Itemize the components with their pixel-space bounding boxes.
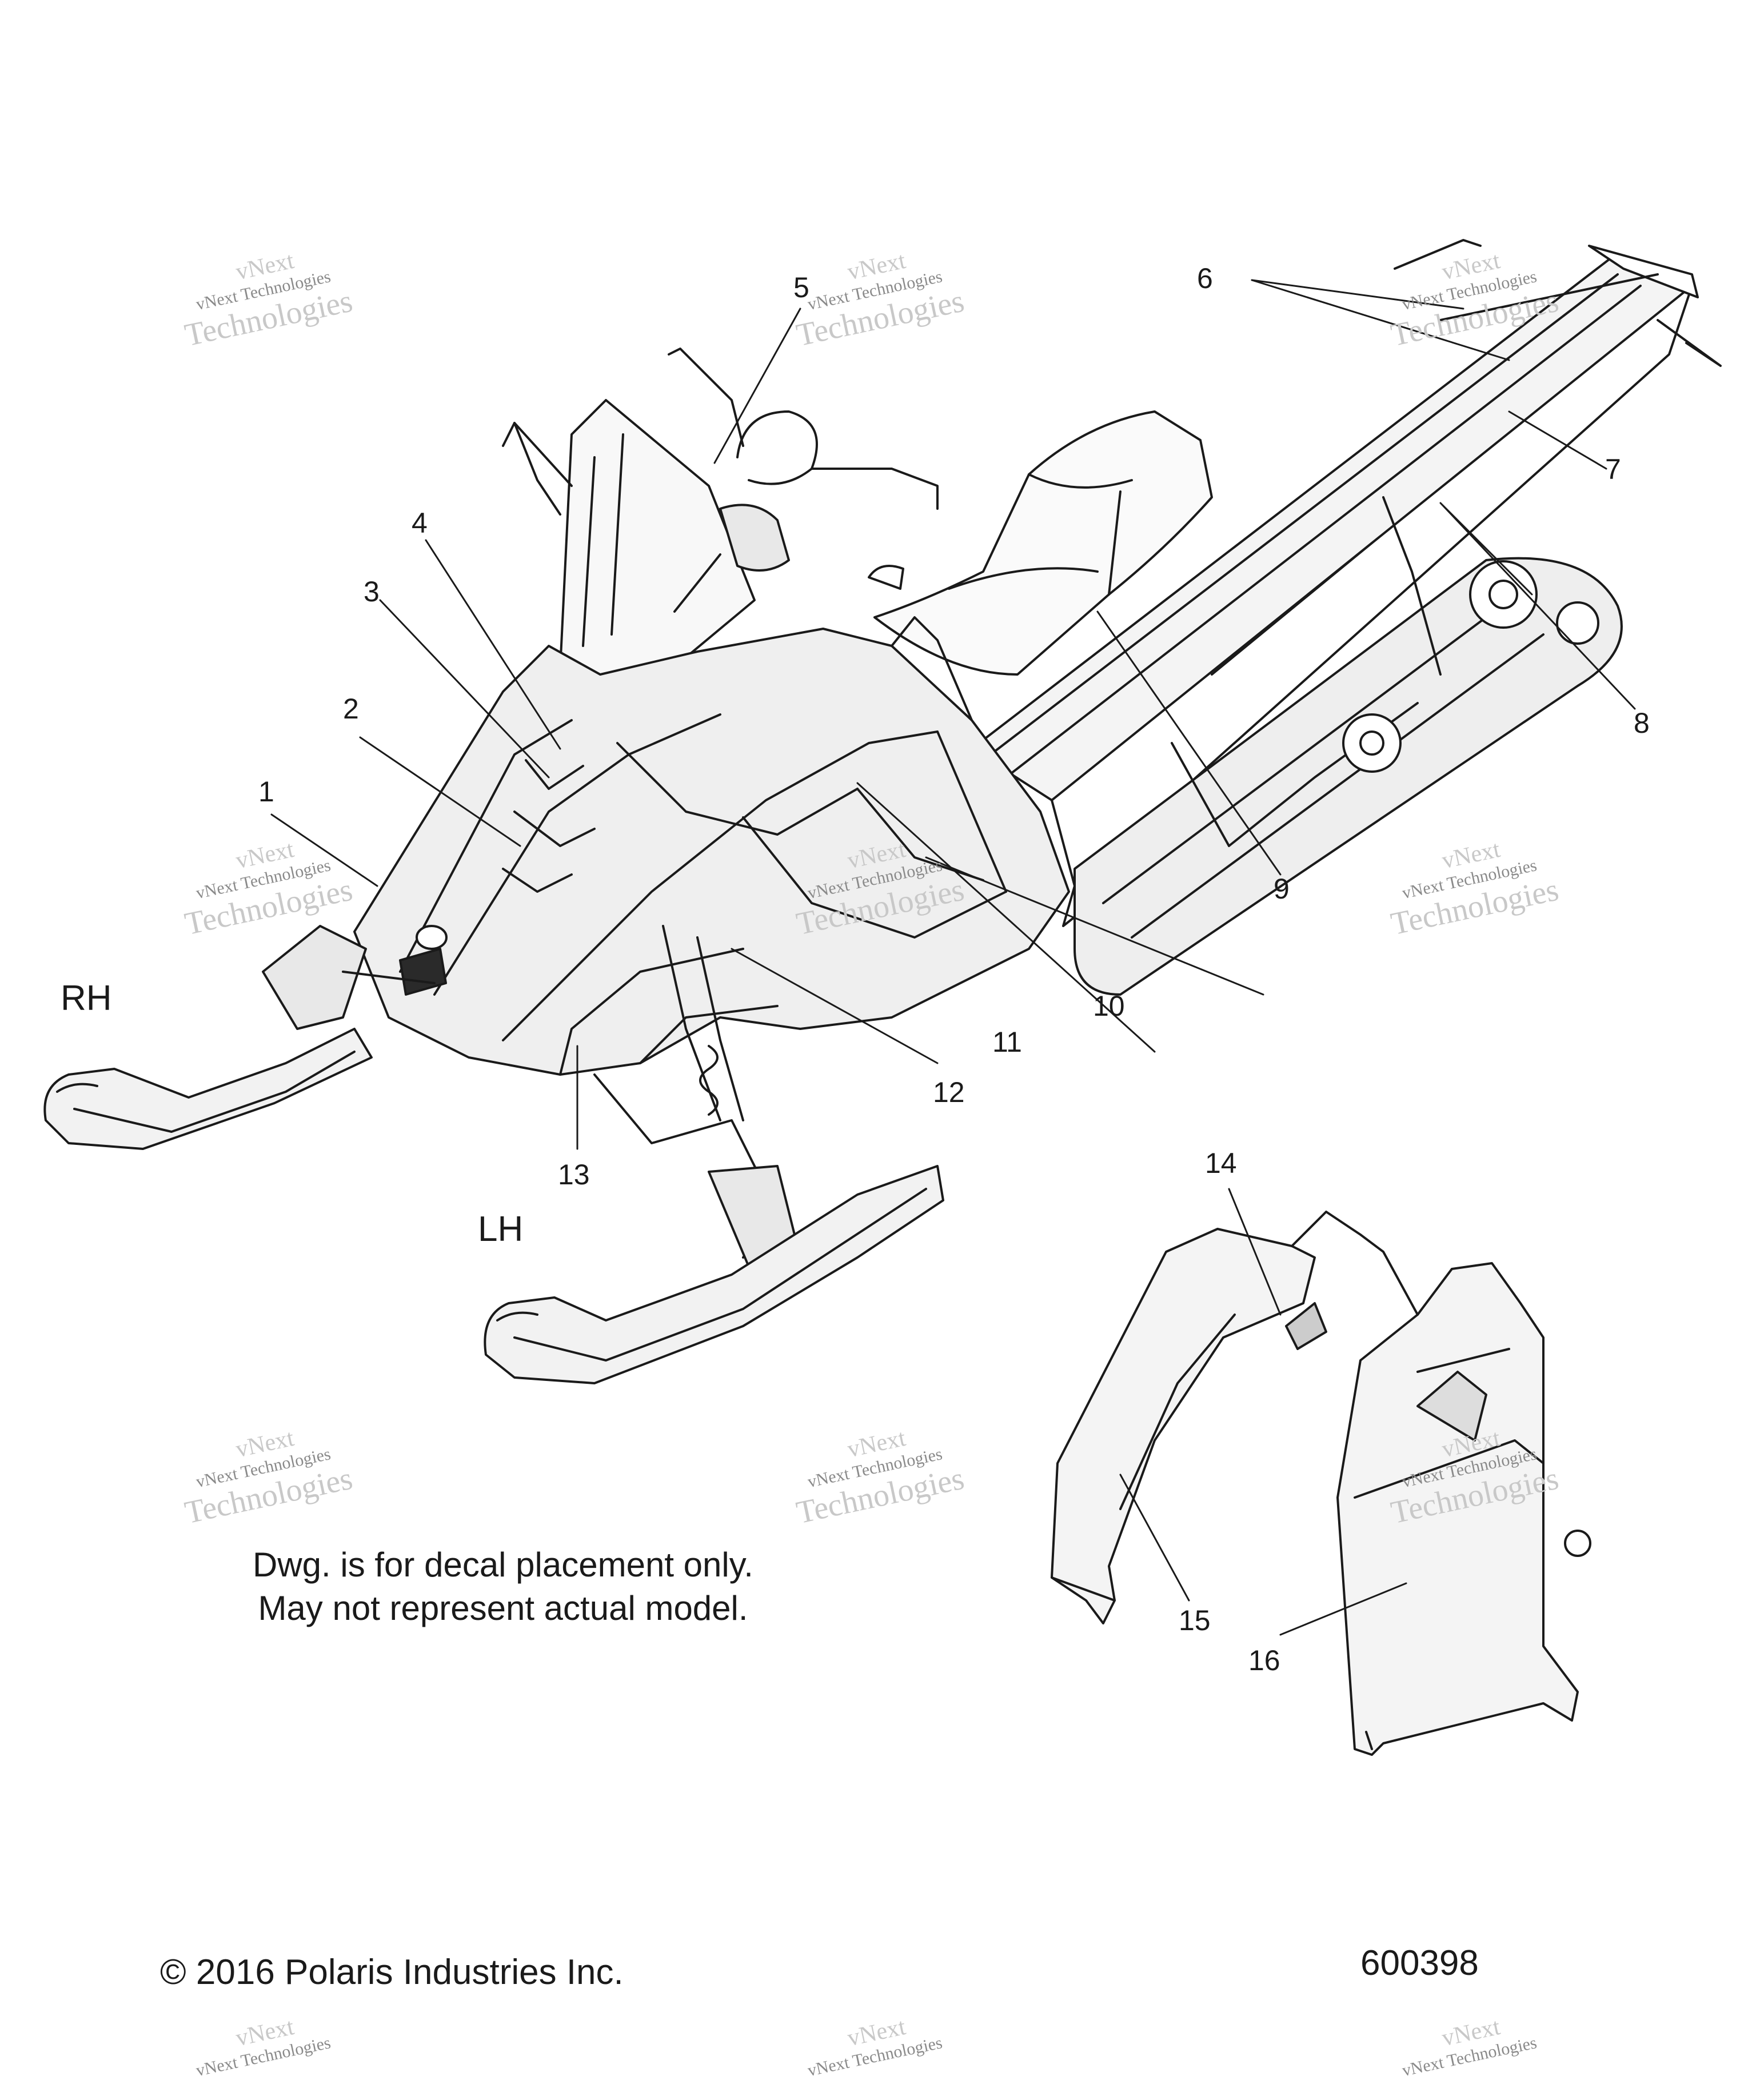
placement-note: Dwg. is for decal placement only. May no… <box>183 1543 823 1630</box>
callout-4: 4 <box>412 507 428 539</box>
tunnel <box>971 239 1722 927</box>
note-line-2: May not represent actual model. <box>258 1589 748 1627</box>
rh-ski <box>43 1028 373 1150</box>
callout-10: 10 <box>1093 990 1125 1022</box>
callout-12: 12 <box>933 1076 965 1108</box>
windshield <box>502 399 756 687</box>
rh-label: RH <box>61 979 112 1018</box>
callout-2: 2 <box>343 693 359 725</box>
seat <box>873 410 1213 676</box>
callout-13: 13 <box>558 1159 590 1191</box>
lh-ski <box>484 1165 944 1384</box>
callout-3: 3 <box>364 576 380 608</box>
callout-15: 15 <box>1179 1604 1211 1636</box>
leader-lines <box>270 279 1636 1636</box>
callout-5: 5 <box>793 272 809 304</box>
hood <box>353 616 1070 1076</box>
callout-6: 6 <box>1197 262 1213 294</box>
callout-1: 1 <box>258 776 274 808</box>
copyright: © 2016 Polaris Industries Inc. <box>160 1953 624 1992</box>
lh-label: LH <box>478 1209 524 1249</box>
callout-16: 16 <box>1248 1644 1280 1676</box>
callout-11: 11 <box>992 1026 1022 1058</box>
track-suspension <box>1073 496 1623 996</box>
side-panels-drawing <box>1051 1211 1591 1756</box>
note-line-1: Dwg. is for decal placement only. <box>253 1546 753 1584</box>
callout-9: 9 <box>1274 873 1290 905</box>
callout-7: 7 <box>1605 453 1621 485</box>
drawing-number: 600398 <box>1360 1943 1479 1983</box>
callout-14: 14 <box>1205 1147 1237 1179</box>
snowmobile-drawing <box>43 239 1722 1384</box>
callout-8: 8 <box>1634 707 1650 739</box>
